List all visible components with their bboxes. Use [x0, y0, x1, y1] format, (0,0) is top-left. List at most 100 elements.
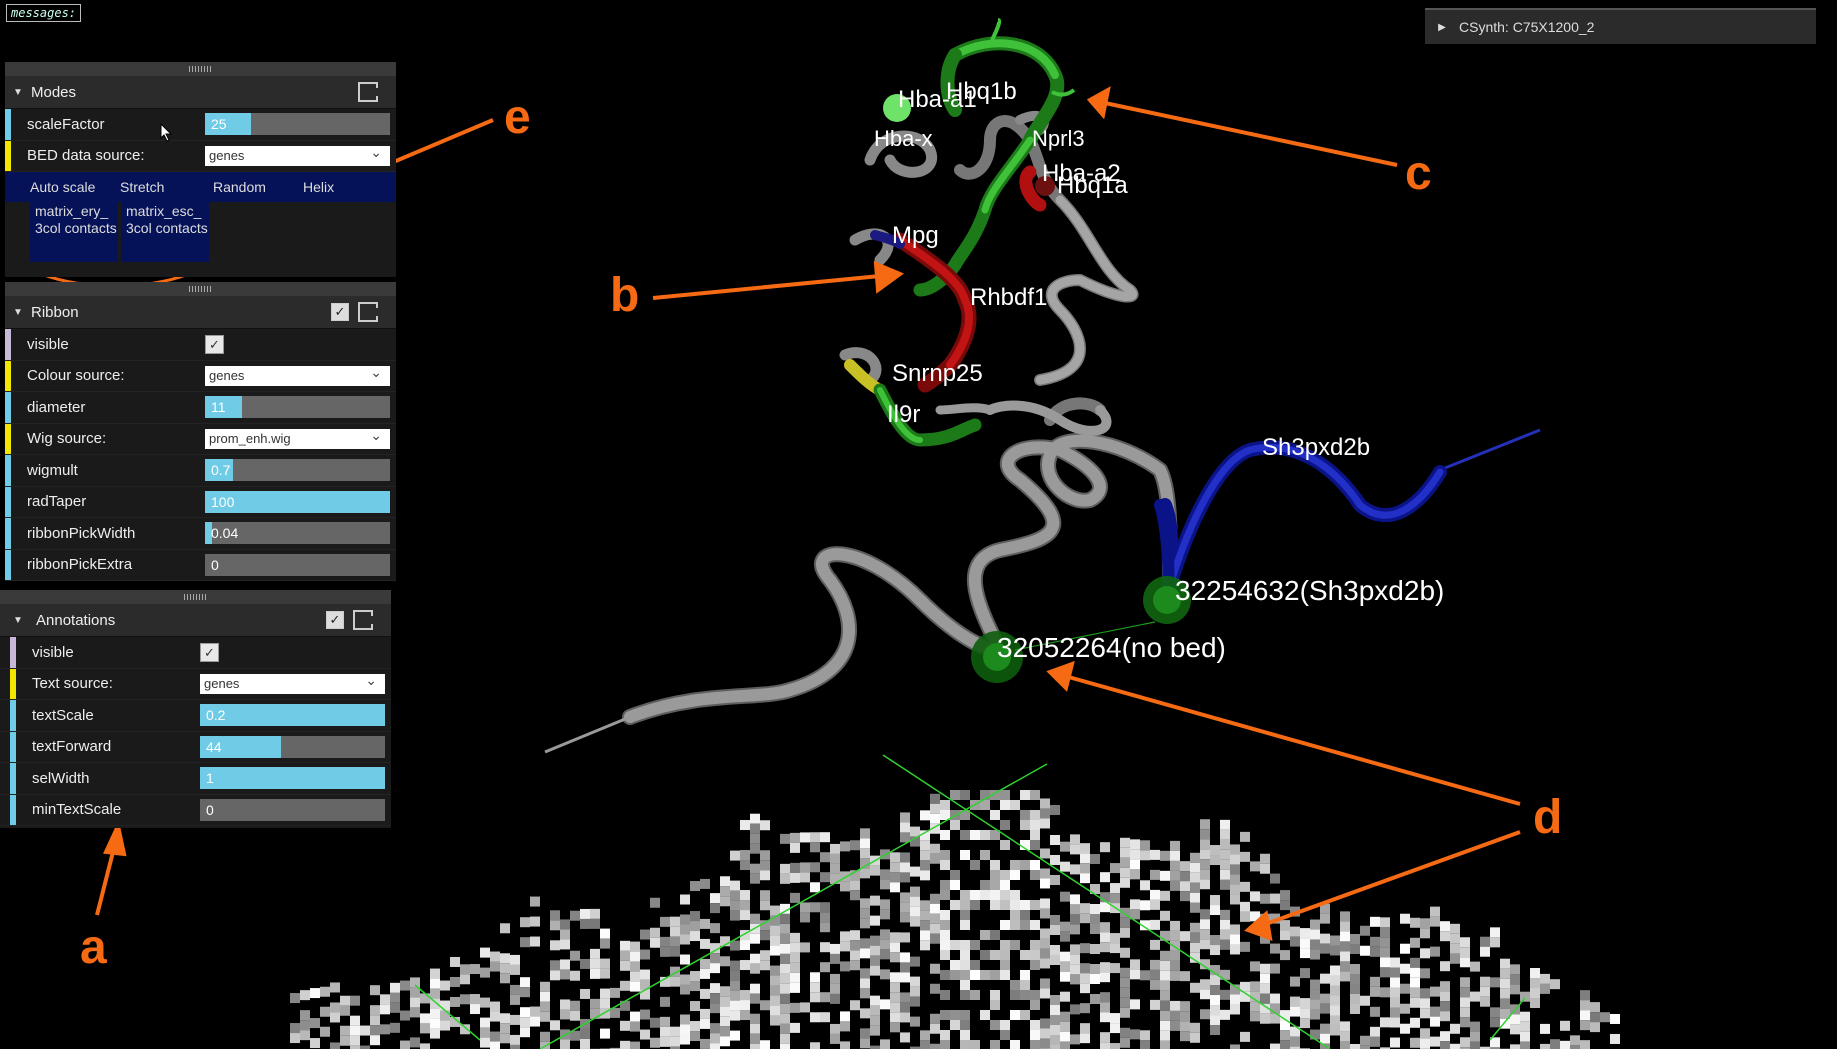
heatmap-cell: [620, 940, 630, 951]
heatmap-cell: [1200, 919, 1210, 930]
heatmap-cell: [1470, 961, 1480, 972]
heatmap-cell: [960, 1020, 970, 1030]
heatmap-cell: [680, 914, 690, 925]
selection-markers[interactable]: [883, 18, 1191, 683]
ribbon-pick-width-label: ribbonPickWidth: [27, 524, 136, 542]
heatmap-cell: [1180, 881, 1190, 892]
heatmap-cell: [570, 1000, 580, 1011]
wigmult-slider[interactable]: 0.7: [205, 459, 390, 481]
helix-button[interactable]: Helix: [303, 179, 335, 195]
heatmap-cell: [1170, 930, 1180, 941]
ribbon-pick-width-slider[interactable]: 0.04: [205, 522, 390, 544]
heatmap-cell: [1230, 944, 1240, 955]
annotations-visible-checkbox[interactable]: ✓: [200, 643, 219, 662]
heatmap-cell: [1160, 1030, 1170, 1041]
expand-icon[interactable]: ▶: [1438, 21, 1446, 33]
drag-handle[interactable]: [5, 62, 396, 76]
heatmap-cell: [1500, 998, 1510, 1009]
heatmap-cell: [1180, 861, 1190, 872]
heatmap-cell: [1260, 1003, 1270, 1014]
stretch-button[interactable]: Stretch: [120, 179, 165, 195]
heatmap-cell: [1110, 1013, 1120, 1024]
heatmap-cell: [1420, 998, 1430, 1009]
heatmap-cell: [660, 1026, 670, 1037]
heatmap-cell: [730, 850, 740, 861]
heatmap-cell: [920, 850, 930, 861]
gene-label-nprl3[interactable]: Nprl3: [1032, 126, 1085, 151]
annotations-enabled-checkbox[interactable]: ✓: [326, 611, 344, 629]
collapse-icon[interactable]: ▼: [13, 614, 23, 626]
annotations-header[interactable]: ▼ Annotations ✓: [0, 604, 391, 637]
popout-icon[interactable]: [353, 610, 374, 630]
gene-label-sh3pxd2b[interactable]: Sh3pxd2b: [1262, 434, 1371, 461]
heatmap-cell: [1160, 960, 1170, 971]
heatmap-cell: [980, 800, 990, 810]
modes-header[interactable]: ▼ Modes: [5, 76, 396, 109]
textscale-slider[interactable]: 0.2: [200, 704, 385, 726]
selection-label-2[interactable]: 32052264(no bed): [997, 632, 1226, 663]
heatmap-cell: [770, 965, 780, 976]
drag-handle[interactable]: [0, 590, 391, 604]
textforward-slider[interactable]: 44: [200, 735, 385, 758]
ribbon-enabled-checkbox[interactable]: ✓: [331, 303, 349, 321]
selection-label-1[interactable]: 32254632(Sh3pxd2b): [1175, 575, 1445, 606]
heatmap-cell: [510, 1034, 520, 1045]
heatmap-cell: [1330, 995, 1340, 1006]
collapse-icon[interactable]: ▼: [13, 306, 23, 318]
colour-source-select[interactable]: genes: [205, 362, 390, 386]
gene-label-rhbdf1[interactable]: Rhbdf1: [970, 284, 1048, 311]
popout-icon[interactable]: [358, 82, 379, 102]
drag-handle[interactable]: [5, 282, 396, 296]
heatmap-cell: [740, 890, 750, 901]
heatmap-cell: [500, 1023, 510, 1034]
selwidth-slider[interactable]: 1: [200, 767, 385, 789]
radtaper-slider[interactable]: 100: [205, 490, 390, 513]
heatmap-cell: [1200, 839, 1210, 850]
gene-segments[interactable]: [844, 36, 1447, 596]
heatmap-cell: [1340, 911, 1350, 922]
heatmap-cell: [650, 897, 660, 908]
mintextscale-slider[interactable]: 0: [200, 798, 385, 821]
ribbon-visible-checkbox[interactable]: ✓: [205, 335, 224, 354]
gene-label-hbq1b[interactable]: Hbq1b: [946, 78, 1017, 105]
heatmap-cell: [1050, 1014, 1060, 1025]
matrix-ery-button[interactable]: matrix_ery_ 3col contacts: [30, 200, 118, 262]
gene-label-il9r[interactable]: Il9r: [887, 401, 921, 428]
text-source-select[interactable]: genes: [200, 670, 385, 694]
ribbon-pick-extra-slider[interactable]: 0: [205, 553, 390, 576]
popout-icon[interactable]: [358, 302, 379, 322]
random-button[interactable]: Random: [213, 179, 266, 195]
scalefactor-slider[interactable]: 25: [205, 113, 390, 135]
heatmap-cell: [850, 930, 860, 941]
heatmap-cell: [940, 1040, 950, 1049]
heatmap-cell: [880, 879, 890, 890]
heatmap-cell: [1080, 903, 1090, 914]
heatmap-cell: [640, 979, 650, 990]
gene-label-hba-x[interactable]: Hba-x: [874, 126, 933, 151]
heatmap-cell: [1100, 932, 1110, 943]
heatmap-cell: [630, 1041, 640, 1049]
heatmap-cell: [930, 923, 940, 934]
ribbon-header[interactable]: ▼ Ribbon ✓: [5, 296, 396, 329]
auto-scale-button[interactable]: Auto scale: [30, 179, 96, 195]
gene-label-hba-a1[interactable]: Hba-a1: [898, 86, 977, 113]
bed-source-select[interactable]: genes: [205, 142, 390, 166]
gene-label-hbq1a[interactable]: Hbq1a: [1057, 172, 1128, 199]
matrix-esc-button[interactable]: matrix_esc_ 3col contacts: [121, 200, 209, 262]
gene-label-hba-a2[interactable]: Hba-a2: [1042, 160, 1121, 187]
heatmap-cell: [1350, 943, 1360, 954]
wig-source-select[interactable]: prom_enh.wig: [205, 425, 390, 449]
heatmap-cell: [500, 1033, 510, 1044]
gene-label-snrnp25[interactable]: Snrnp25: [892, 360, 983, 387]
collapse-icon[interactable]: ▼: [13, 86, 23, 98]
diameter-slider[interactable]: 11: [205, 396, 390, 418]
heatmap-cell: [900, 812, 910, 823]
heatmap-cell: [510, 994, 520, 1005]
heatmap-cell: [350, 1025, 360, 1036]
heatmap-cell: [1240, 941, 1250, 952]
csynth-panel-header[interactable]: ▶ CSynth: C75X1200_2: [1425, 8, 1816, 44]
gene-label-mpg[interactable]: Mpg: [892, 222, 939, 249]
heatmap-cell: [1200, 939, 1210, 950]
